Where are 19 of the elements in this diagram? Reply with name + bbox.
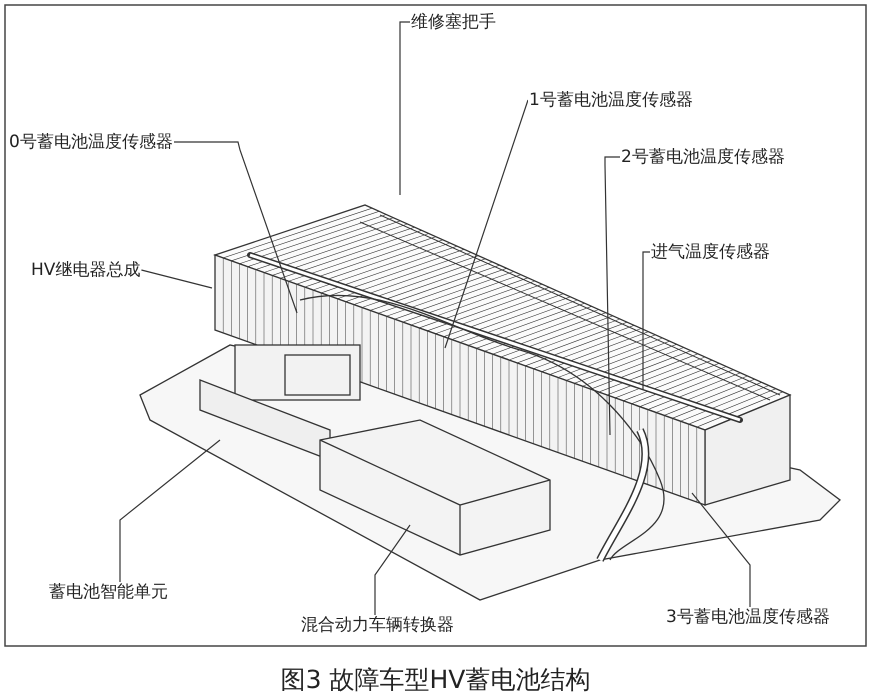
leader-line bbox=[444, 100, 529, 348]
leader-line bbox=[141, 269, 212, 289]
figure-caption: 图3 故障车型HV蓄电池结构 bbox=[280, 665, 590, 694]
callout-label: 维修塞把手 bbox=[410, 12, 497, 32]
leader-line bbox=[374, 524, 410, 615]
callout-label: 混合动力车辆转换器 bbox=[300, 615, 455, 635]
leader-line bbox=[119, 440, 220, 582]
leader-line bbox=[642, 251, 650, 390]
callout-label: 进气温度传感器 bbox=[650, 242, 771, 262]
callout-label: 2号蓄电池温度传感器 bbox=[620, 147, 786, 167]
callout-label: 3号蓄电池温度传感器 bbox=[665, 607, 831, 627]
leader-line bbox=[399, 21, 410, 195]
leader-line bbox=[604, 156, 620, 436]
callout-label: 0号蓄电池温度传感器 bbox=[8, 132, 174, 152]
callout-label: 蓄电池智能单元 bbox=[48, 582, 169, 602]
callout-label: 1号蓄电池温度传感器 bbox=[528, 90, 694, 110]
leader-line bbox=[692, 492, 751, 607]
leader-line bbox=[174, 141, 298, 314]
callout-label: HV继电器总成 bbox=[30, 260, 142, 280]
